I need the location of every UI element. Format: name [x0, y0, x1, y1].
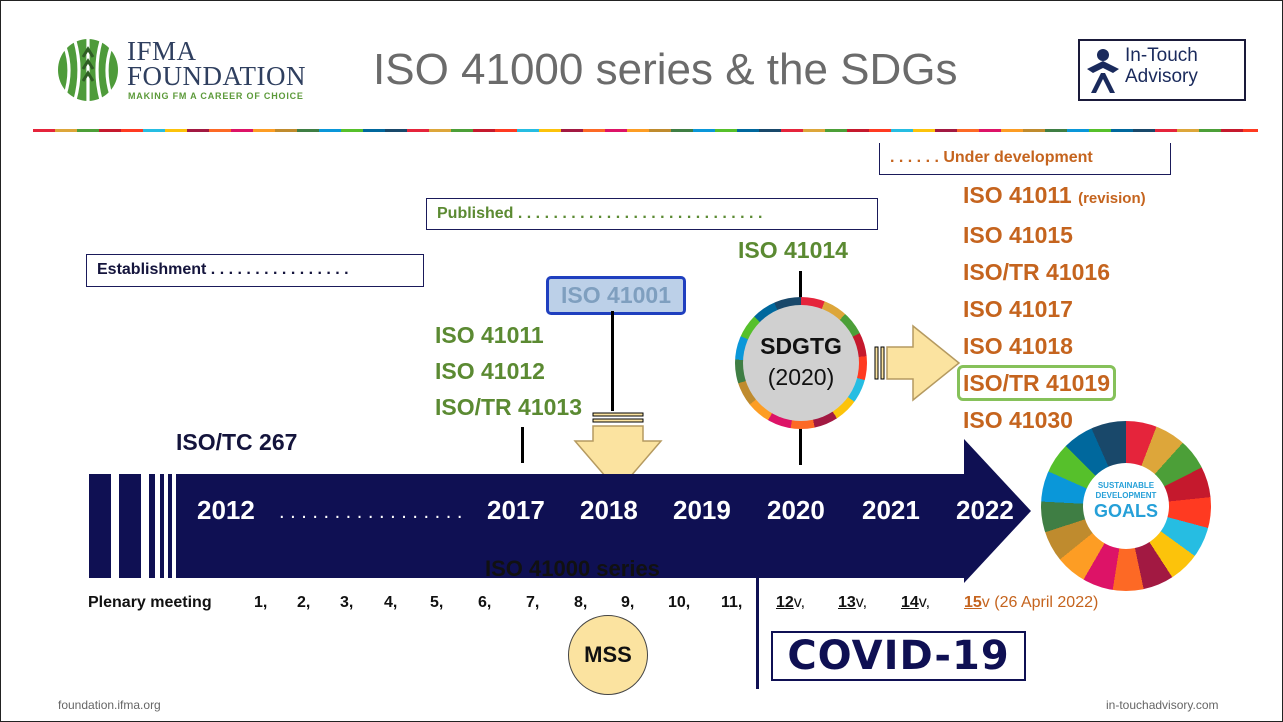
- ifma-globe-icon: [58, 39, 118, 101]
- ifma-logo-text: IFMA FOUNDATION: [127, 36, 306, 91]
- sdg-logo-text: SUSTAINABLE DEVELOPMENT GOALS: [1083, 481, 1169, 521]
- intouch-figure-icon: [1087, 49, 1119, 93]
- plenary-2: 2,: [297, 594, 311, 611]
- timeline-arrow-body: [176, 474, 966, 578]
- sdg-line1: SUSTAINABLE: [1097, 481, 1155, 490]
- down-arrow-icon: [573, 412, 663, 493]
- under-development-box: . . . . . . Under development: [879, 143, 1171, 175]
- standard-iso-tr-41013: ISO/TR 41013: [435, 394, 583, 420]
- plenary-15v: 15v (26 April 2022): [964, 594, 1099, 611]
- intouch-line1: In-Touch: [1125, 45, 1198, 66]
- ifma-tagline: MAKING FM A CAREER OF CHOICE: [128, 91, 304, 101]
- dev-item: ISO 41011 (revision): [963, 182, 1146, 208]
- plenary-5: 5,: [430, 594, 444, 611]
- mss-circle: MSS: [568, 615, 648, 695]
- standard-iso-41014: ISO 41014: [738, 237, 848, 263]
- under-development-list: ISO 41011 (revision) ISO 41015 ISO/TR 41…: [957, 177, 1146, 439]
- standard-iso-41012: ISO 41012: [435, 358, 545, 384]
- iso-tc-label: ISO/TC 267: [176, 429, 298, 455]
- covid-divider: [756, 541, 759, 689]
- dev-item-highlighted: ISO/TR 41019: [957, 365, 1146, 402]
- timeline-bar-5: [168, 474, 172, 578]
- plenary-6: 6,: [478, 594, 492, 611]
- standard-iso-41011: ISO 41011: [435, 322, 544, 348]
- intouch-logo: [1078, 39, 1246, 101]
- sdgtg-year: (2020): [767, 364, 835, 390]
- plenary-14v: 14v,: [901, 594, 931, 611]
- rainbow-divider: [33, 129, 1258, 132]
- dev-item: ISO 41018: [963, 333, 1073, 359]
- ifma-logo-line1: IFMA: [127, 36, 197, 66]
- plenary-12v: 12v,: [776, 594, 806, 611]
- footer-left: foundation.ifma.org: [58, 698, 161, 712]
- plenary-4: 4,: [384, 594, 398, 611]
- plenary-13v: 13v,: [838, 594, 868, 611]
- intouch-line2: Advisory: [1125, 66, 1198, 87]
- connector-2017: [521, 427, 524, 463]
- year-2018: 2018: [580, 495, 638, 525]
- plenary-7: 7,: [526, 594, 540, 611]
- sdg-line3: GOALS: [1093, 501, 1158, 521]
- dev-item: ISO/TR 41016: [963, 259, 1111, 285]
- ifma-logo-line2: FOUNDATION: [127, 61, 306, 91]
- year-2020: 2020: [767, 495, 825, 525]
- timeline-bar-4: [160, 474, 164, 578]
- sdg-line2: DEVELOPMENT: [1095, 491, 1157, 500]
- plenary-10: 10,: [668, 594, 691, 611]
- sdg-wheel-center: [1083, 463, 1169, 549]
- standard-iso-41001: ISO 41001: [546, 276, 686, 315]
- year-2012: 2012: [197, 495, 255, 525]
- establishment-box: Establishment . . . . . . . . . . . . . …: [86, 254, 424, 287]
- plenary-label: Plenary meeting: [88, 594, 212, 611]
- series-label: ISO 41000 series: [485, 556, 660, 581]
- covid-logo: COVID-19: [771, 631, 1026, 681]
- footer-right: in-touchadvisory.com: [1106, 698, 1219, 712]
- plenary-8: 8,: [574, 594, 588, 611]
- timeline-bar-2: [119, 474, 141, 578]
- timeline-dots: . . . . . . . . . . . . . . . . .: [279, 501, 463, 523]
- sdgtg-circle: SDGTG (2020): [743, 305, 859, 421]
- plenary-15-date: (26 April 2022): [994, 594, 1099, 611]
- plenary-11: 11,: [721, 594, 743, 611]
- revision-note: (revision): [1078, 190, 1146, 207]
- timeline-bar-3: [149, 474, 155, 578]
- year-2022: 2022: [956, 495, 1014, 525]
- dev-item: ISO 41030: [963, 407, 1073, 433]
- year-2019: 2019: [673, 495, 731, 525]
- connector-2018: [611, 311, 614, 411]
- plenary-1: 1,: [254, 594, 268, 611]
- plenary-3: 3,: [340, 594, 354, 611]
- page-title: ISO 41000 series & the SDGs: [373, 45, 958, 94]
- sdgtg-title: SDGTG: [760, 333, 842, 359]
- timeline-bar-1: [89, 474, 111, 578]
- plenary-9: 9,: [621, 594, 635, 611]
- right-arrow-icon: [874, 324, 961, 402]
- published-box: Published . . . . . . . . . . . . . . . …: [426, 198, 878, 230]
- timeline-arrowhead: [964, 439, 1031, 583]
- intouch-logo-text: In-Touch Advisory: [1125, 45, 1198, 87]
- published-2017-list: ISO 41011 ISO 41012 ISO/TR 41013: [435, 317, 582, 425]
- year-2017: 2017: [487, 495, 545, 525]
- dev-item: ISO 41015: [963, 222, 1073, 248]
- dev-item: ISO 41017: [963, 296, 1073, 322]
- year-2021: 2021: [862, 495, 920, 525]
